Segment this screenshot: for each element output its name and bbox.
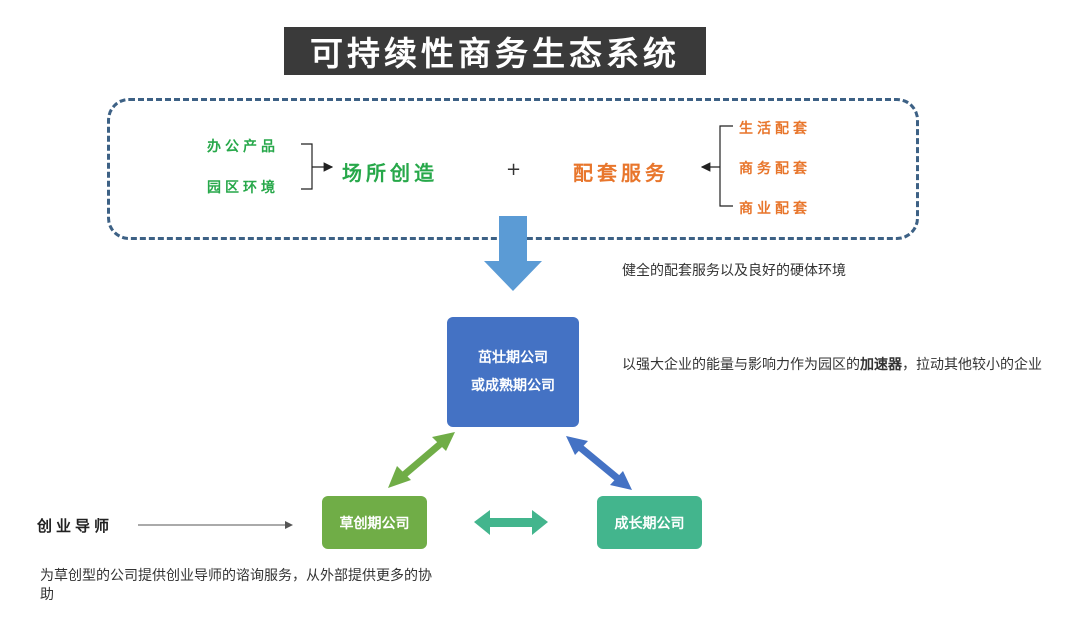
mature-growth-arrow bbox=[566, 436, 632, 490]
accelerator-note: 以强大企业的能量与影响力作为园区的加速器，拉动其他较小的企业 bbox=[622, 357, 1042, 373]
plus-sign: + bbox=[506, 159, 522, 180]
right-item-living: 生活配套 bbox=[739, 121, 811, 137]
place-creation-label: 场所创造 bbox=[342, 161, 438, 185]
startup-growth-arrow bbox=[474, 510, 548, 535]
startup-company-node: 草创期公司 bbox=[322, 496, 427, 549]
mentor-label: 创业导师 bbox=[37, 517, 114, 535]
left-item-park-environment: 园区环境 bbox=[207, 180, 279, 196]
diagram-title: 可持续性商务生态系统 bbox=[284, 27, 706, 75]
growth-company-node: 成长期公司 bbox=[597, 496, 702, 549]
mature-company-line2: 或成熟期公司 bbox=[471, 378, 555, 394]
mature-company-node: 茁壮期公司 或成熟期公司 bbox=[447, 317, 579, 427]
mentor-note: 为草创型的公司提供创业导师的谘询服务，从外部提供更多的协助 bbox=[40, 568, 432, 603]
right-item-commercial: 商业配套 bbox=[739, 201, 811, 217]
startup-mature-arrow bbox=[388, 432, 455, 488]
mature-company-line1: 茁壮期公司 bbox=[478, 350, 548, 366]
left-bracket bbox=[301, 143, 334, 190]
right-item-business: 商务配套 bbox=[739, 161, 811, 177]
environment-note: 健全的配套服务以及良好的硬体环境 bbox=[622, 263, 846, 279]
down-arrow bbox=[484, 216, 542, 291]
left-item-office-products: 办公产品 bbox=[207, 139, 279, 155]
supporting-services-label: 配套服务 bbox=[573, 161, 669, 185]
right-bracket bbox=[700, 125, 733, 207]
